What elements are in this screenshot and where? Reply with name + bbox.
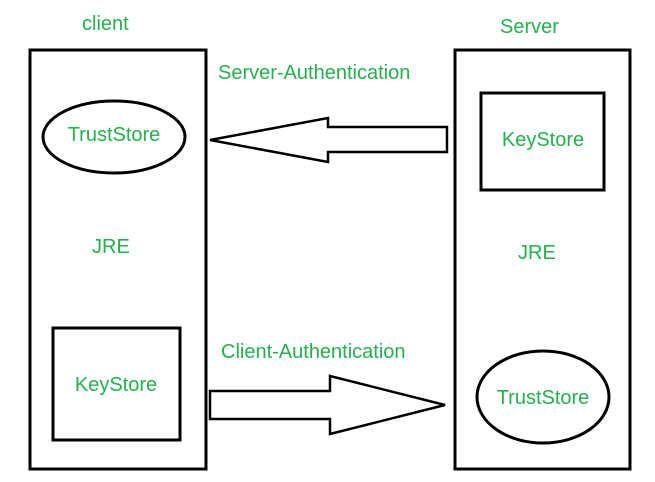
client-authentication-arrow	[208, 374, 446, 436]
client-keystore-label: KeyStore	[75, 374, 157, 396]
client-box	[28, 48, 208, 471]
server-truststore-label: TrustStore	[497, 387, 590, 409]
client-keystore-box	[51, 326, 182, 442]
server-box	[453, 48, 632, 471]
server-jre-label: JRE	[518, 242, 556, 264]
server-keystore-label: KeyStore	[502, 129, 584, 151]
server-keystore-box	[479, 91, 606, 192]
client-truststore-ellipse	[41, 99, 187, 175]
client-authentication-label: Client-Authentication	[221, 341, 406, 363]
client-jre-label: JRE	[92, 236, 130, 258]
client-title: client	[82, 13, 129, 35]
server-truststore-ellipse	[475, 349, 611, 445]
client-truststore-label: TrustStore	[68, 124, 161, 146]
server-authentication-arrow	[209, 116, 449, 164]
server-title: Server	[500, 16, 559, 38]
server-authentication-label: Server-Authentication	[218, 62, 410, 84]
